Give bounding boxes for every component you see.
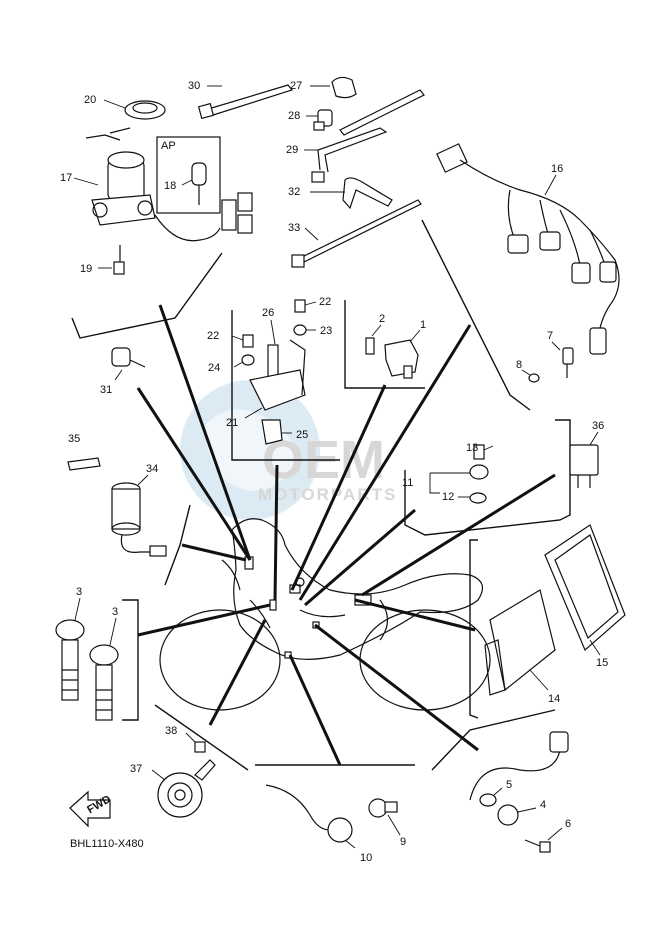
callout-15: 15 bbox=[596, 657, 608, 669]
cable-band-29 bbox=[304, 127, 388, 183]
callout-29: 29 bbox=[286, 144, 298, 156]
ecu-15 bbox=[544, 524, 626, 656]
washer-8 bbox=[521, 369, 540, 383]
clip-32 bbox=[310, 177, 393, 210]
diagram-code: BHL1110-X480 bbox=[70, 838, 144, 850]
leader-rays bbox=[136, 304, 556, 766]
bolt-6 bbox=[524, 827, 563, 853]
relay-36 bbox=[569, 431, 599, 488]
callout-6: 6 bbox=[565, 818, 571, 830]
callout-30: 30 bbox=[188, 80, 200, 92]
bolt-2 bbox=[365, 324, 382, 355]
callout-11: 11 bbox=[402, 477, 413, 489]
callout-20: 20 bbox=[84, 94, 96, 106]
callout-14: 14 bbox=[548, 693, 560, 705]
callout-22b: 22 bbox=[207, 330, 219, 342]
relay-31 bbox=[111, 347, 146, 381]
callout-31: 31 bbox=[100, 384, 112, 396]
ap-box bbox=[156, 136, 221, 214]
ap-label: AP bbox=[161, 140, 176, 152]
callout-36: 36 bbox=[592, 420, 604, 432]
callout-27: 27 bbox=[290, 80, 302, 92]
socket-34 bbox=[111, 474, 167, 557]
main-switch-assy bbox=[73, 99, 253, 275]
callout-24: 24 bbox=[208, 362, 220, 374]
callout-37: 37 bbox=[130, 763, 142, 775]
callout-35: 35 bbox=[68, 433, 80, 445]
clamp-27 bbox=[310, 76, 357, 99]
horn-37 bbox=[151, 759, 216, 818]
callout-5: 5 bbox=[506, 779, 512, 791]
o-ring-5 bbox=[479, 787, 503, 807]
callout-23: 23 bbox=[320, 325, 332, 337]
sensor-10 bbox=[265, 784, 356, 849]
callout-13: 13 bbox=[466, 442, 478, 454]
sensor-1 bbox=[384, 329, 421, 379]
callout-8: 8 bbox=[516, 359, 522, 371]
watermark-subtitle: MOTORPARTS bbox=[258, 485, 397, 504]
ignition-coil-3b bbox=[89, 617, 119, 721]
callout-12: 12 bbox=[442, 491, 454, 503]
motorcycle-outline bbox=[159, 518, 491, 711]
fwd-arrow: FWD bbox=[69, 790, 113, 828]
bracket-lines bbox=[71, 219, 571, 771]
callout-1: 1 bbox=[420, 319, 426, 331]
callout-32: 32 bbox=[288, 186, 300, 198]
callout-33: 33 bbox=[288, 222, 300, 234]
sensor-4 bbox=[469, 731, 569, 826]
callout-17: 17 bbox=[60, 172, 72, 184]
callout-2: 2 bbox=[379, 313, 385, 325]
callout-26: 26 bbox=[262, 307, 274, 319]
sensor-7 bbox=[551, 341, 574, 378]
callout-4: 4 bbox=[540, 799, 546, 811]
cable-tie-33 bbox=[291, 199, 422, 268]
callout-3b: 3 bbox=[112, 606, 118, 618]
callout-7: 7 bbox=[547, 330, 553, 342]
callout-25: 25 bbox=[296, 429, 308, 441]
callout-numbers: 30 27 20 28 AP 29 16 17 18 32 33 19 22 2… bbox=[60, 80, 608, 864]
callout-10: 10 bbox=[360, 852, 372, 864]
ignition-coil-3a bbox=[55, 597, 85, 701]
nut-38 bbox=[185, 732, 206, 753]
bracket-assy-21-26 bbox=[231, 299, 317, 445]
sensor-9 bbox=[368, 798, 401, 836]
callout-21: 21 bbox=[226, 417, 238, 429]
cover-35 bbox=[67, 457, 101, 471]
callout-28: 28 bbox=[288, 110, 300, 122]
callout-16: 16 bbox=[551, 163, 563, 175]
callout-19: 19 bbox=[80, 263, 92, 275]
callout-38: 38 bbox=[165, 725, 177, 737]
callout-18: 18 bbox=[164, 180, 176, 192]
callout-9: 9 bbox=[400, 836, 406, 848]
callout-3a: 3 bbox=[76, 586, 82, 598]
grommet-28 bbox=[306, 89, 425, 136]
wire-harness-16 bbox=[436, 143, 620, 355]
cable-tie-30 bbox=[197, 84, 294, 120]
sensor-11 bbox=[429, 444, 494, 504]
callout-22a: 22 bbox=[319, 296, 331, 308]
ecu-14 bbox=[484, 589, 556, 696]
callout-34: 34 bbox=[146, 463, 158, 475]
